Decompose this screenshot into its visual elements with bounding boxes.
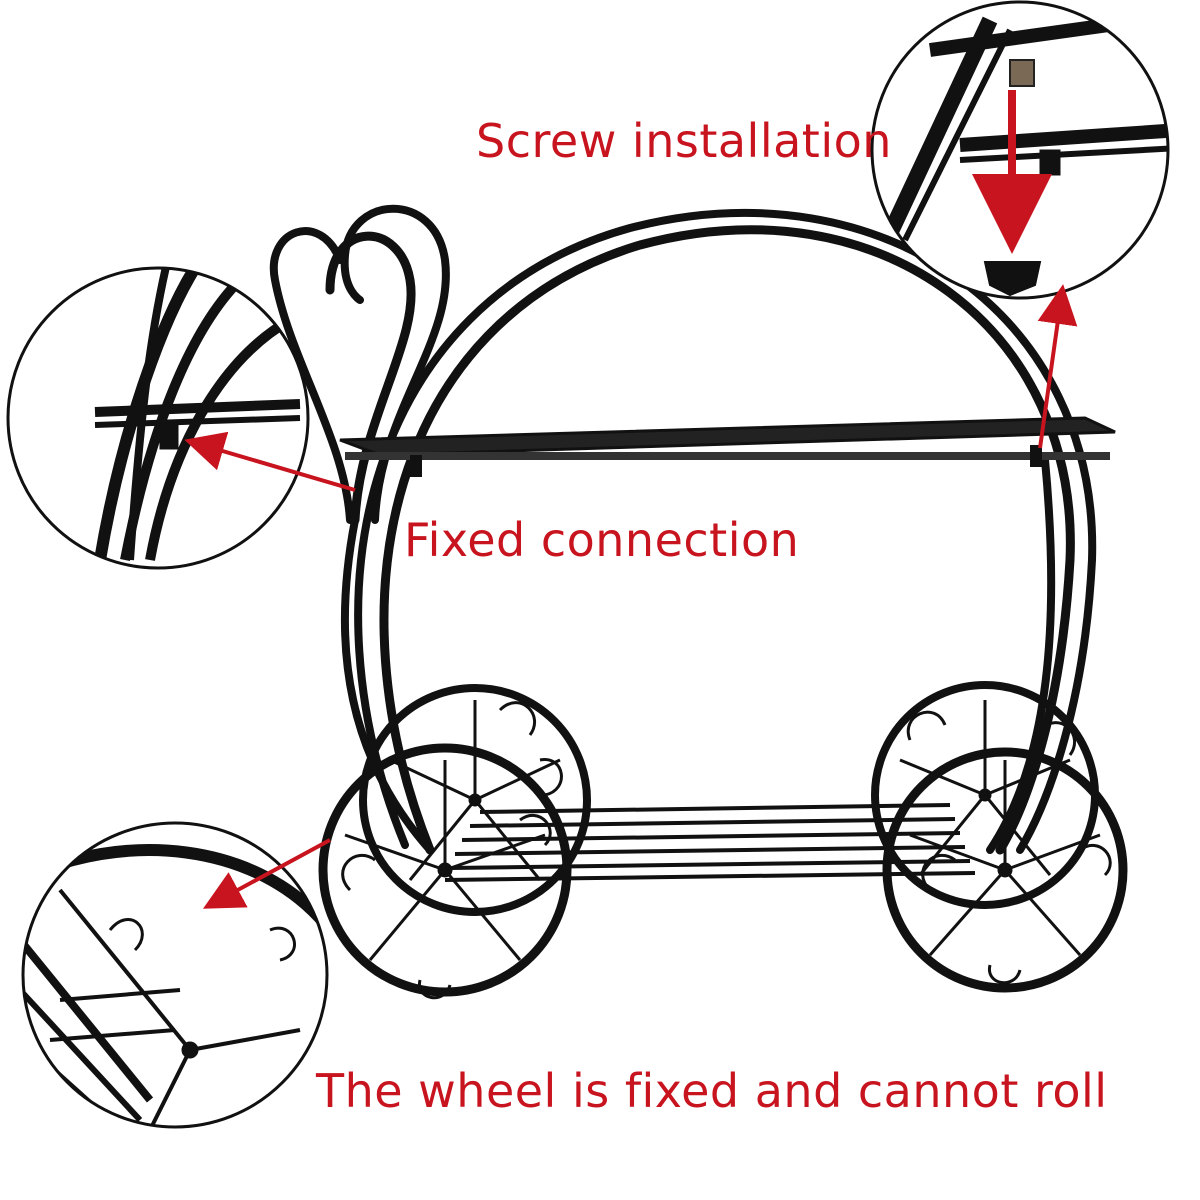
arrow-left-icon [184,431,356,492]
arrow-up-icon [1037,284,1078,449]
cart-frame [269,204,1097,855]
fixed-connection-label: Fixed connection [404,513,800,567]
rear-right-wheel [871,681,1099,909]
wheel-fixed-label: The wheel is fixed and cannot roll [316,1064,1108,1118]
screw-installation-label: Screw installation [476,114,892,168]
front-left-wheel [318,743,572,1000]
connection-detail-inset [6,266,310,570]
front-right-wheel [882,747,1128,993]
arrow-down-left-icon [202,838,331,909]
wheel-detail-inset [21,821,329,1129]
annotation-arrows [184,284,1078,909]
top-shelf [339,416,1116,477]
screw-detail-inset [870,0,1170,300]
